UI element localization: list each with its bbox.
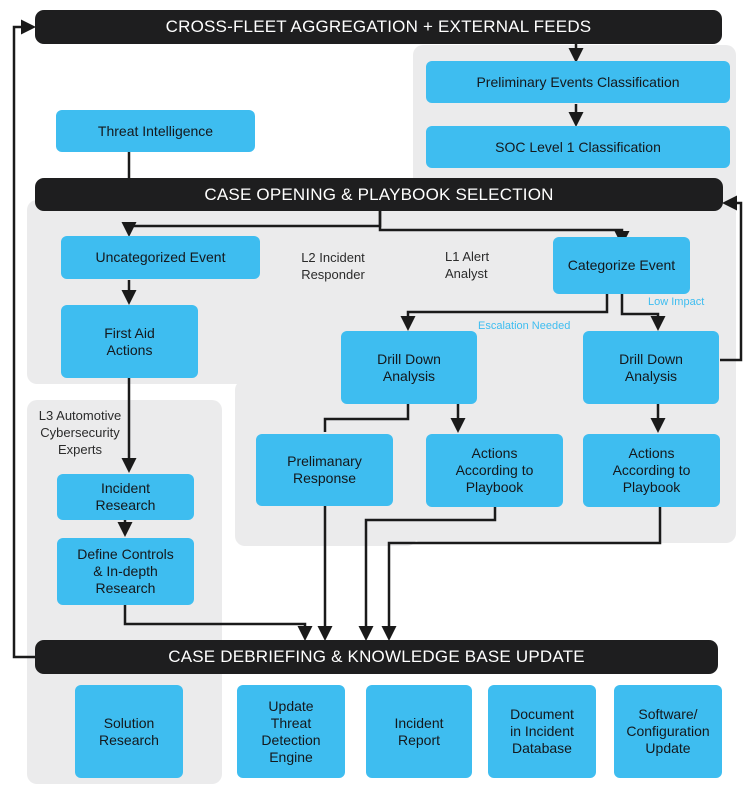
threat-intelligence-box: Threat Intelligence [56, 110, 255, 152]
update-threat-engine-box: Update Threat Detection Engine [237, 685, 345, 778]
solution-research-box: Solution Research [75, 685, 183, 778]
categorize-event-box: Categorize Event [553, 237, 690, 294]
uncategorized-event-box: Uncategorized Event [61, 236, 260, 279]
preliminary-response-box: Prelimanary Response [256, 434, 393, 506]
l3-zone-label: L3 Automotive Cybersecurity Experts [38, 408, 122, 457]
low-impact-note: Low Impact [648, 296, 705, 308]
incident-research-box: Incident Research [57, 474, 194, 520]
l1-zone-label: L1 Alert Analyst [445, 249, 490, 281]
drill-down-l2-box: Drill Down Analysis [341, 331, 477, 404]
case-opening-bar: CASE OPENING & PLAYBOOK SELECTION [35, 178, 723, 211]
define-controls-box: Define Controls & In-depth Research [57, 538, 194, 605]
first-aid-box: First Aid Actions [61, 305, 198, 378]
debriefing-bar: CASE DEBRIEFING & KNOWLEDGE BASE UPDATE [35, 640, 718, 674]
incident-report-box: Incident Report [366, 685, 472, 778]
soc-level1-box: SOC Level 1 Classification [426, 126, 730, 168]
drill-down-l1-box: Drill Down Analysis [583, 331, 719, 404]
actions-l2-box: Actions According to Playbook [426, 434, 563, 507]
preliminary-events-box: Preliminary Events Classification [426, 61, 730, 103]
escalation-needed-note: Escalation Needed [478, 320, 571, 332]
software-update-box: Software/ Configuration Update [614, 685, 722, 778]
aggregation-bar: CROSS-FLEET AGGREGATION + EXTERNAL FEEDS [35, 10, 722, 44]
document-database-box: Document in Incident Database [488, 685, 596, 778]
actions-l1-box: Actions According to Playbook [583, 434, 720, 507]
l2-zone-label: L2 Incident Responder [301, 250, 365, 282]
